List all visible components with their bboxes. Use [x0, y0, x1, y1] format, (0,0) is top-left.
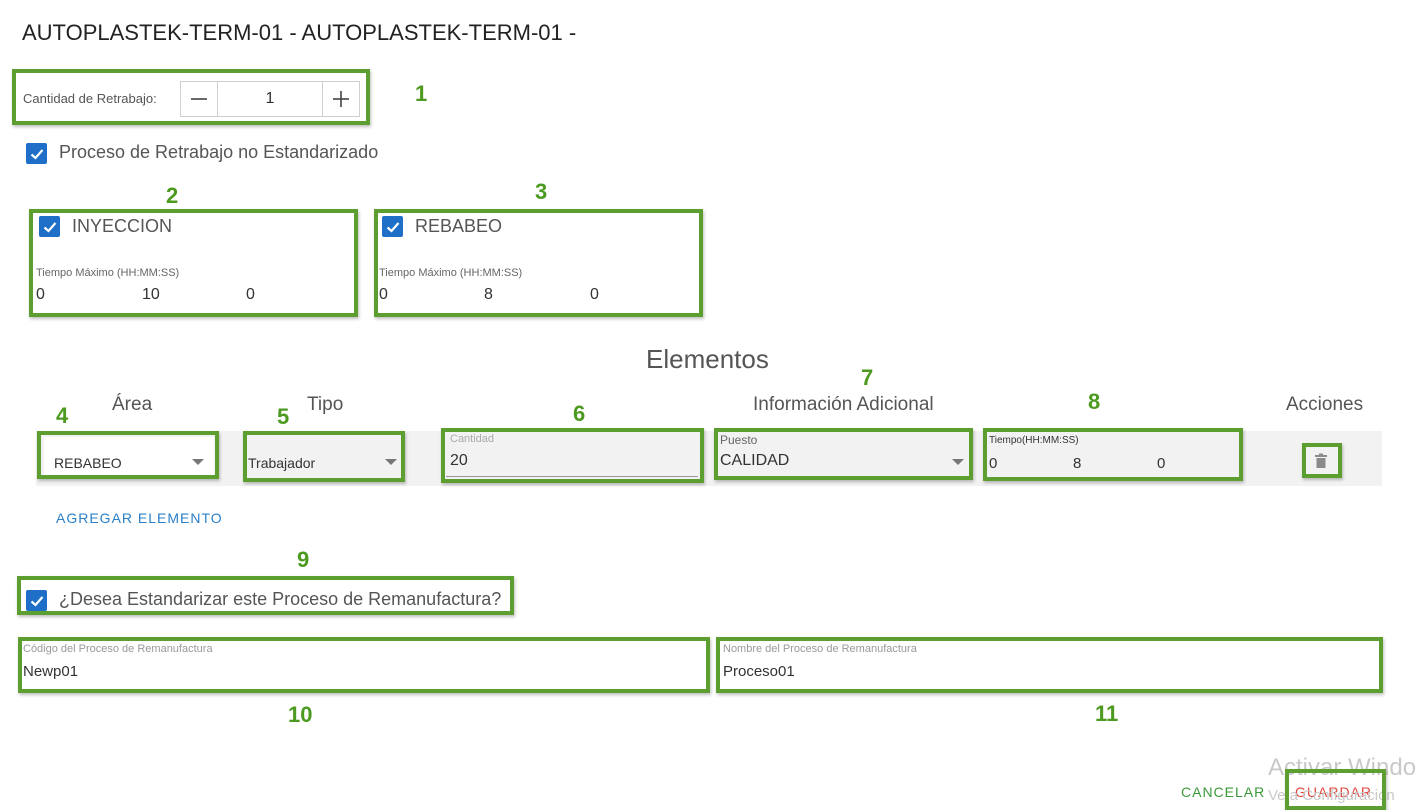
cantidad-input[interactable]: 20	[450, 452, 468, 469]
cantidad-label: Cantidad	[450, 433, 495, 445]
column-header-info: Información Adicional	[753, 394, 934, 415]
element-row	[36, 431, 1382, 486]
annotation-box	[1285, 769, 1386, 810]
max-time-seconds[interactable]: 0	[246, 286, 255, 303]
annotation-number: 3	[535, 179, 548, 204]
non-standard-label: Proceso de Retrabajo no Estandarizado	[59, 142, 379, 162]
process-rebabeo-checkbox[interactable]	[382, 216, 403, 237]
annotation-box	[714, 428, 973, 480]
annotation-number: 10	[288, 702, 313, 727]
column-header-tipo: Tipo	[307, 394, 344, 415]
puesto-label: Puesto	[720, 433, 758, 447]
process-rebabeo-label: REBABEO	[415, 216, 503, 236]
standardize-checkbox[interactable]	[26, 590, 47, 611]
column-header-acciones: Acciones	[1286, 394, 1364, 415]
annotation-number: 5	[277, 404, 290, 429]
annotation-box	[441, 428, 704, 483]
add-element-button[interactable]: AGREGAR ELEMENTO	[56, 510, 223, 526]
annotation-box	[37, 431, 219, 479]
max-time-seconds[interactable]: 0	[590, 286, 599, 303]
max-time-label: Tiempo Máximo (HH:MM:SS)	[379, 267, 523, 279]
delete-element-button[interactable]	[1308, 448, 1334, 474]
annotation-box	[243, 431, 405, 482]
trash-icon	[1315, 453, 1327, 468]
annotation-number: 8	[1088, 389, 1101, 414]
standardize-label: ¿Desea Estandarizar este Proceso de Rema…	[59, 589, 502, 609]
non-standard-checkbox[interactable]	[26, 143, 47, 164]
annotation-number: 7	[861, 365, 874, 390]
plus-icon	[333, 91, 349, 107]
page-title: AUTOPLASTEK-TERM-01 - AUTOPLASTEK-TERM-0…	[22, 20, 577, 45]
area-select[interactable]	[44, 437, 214, 477]
activation-watermark-title: Activar Windo	[1268, 754, 1417, 781]
annotation-number: 1	[415, 81, 428, 106]
rework-qty-label: Cantidad de Retrabajo:	[23, 91, 157, 106]
annotation-box	[374, 209, 703, 317]
cantidad-underline	[446, 476, 698, 477]
check-icon	[43, 221, 56, 233]
max-time-minutes[interactable]: 8	[484, 286, 493, 303]
tipo-select-value: Trabajador	[248, 455, 316, 471]
check-icon	[30, 148, 43, 160]
name-field-label: Nombre del Proceso de Remanufactura	[723, 643, 917, 655]
chevron-down-icon	[192, 459, 204, 465]
cancel-button[interactable]: CANCELAR	[1181, 784, 1266, 800]
max-time-hours[interactable]: 0	[379, 286, 388, 303]
annotation-number: 11	[1095, 701, 1119, 726]
tiempo-seconds[interactable]: 0	[1157, 455, 1166, 472]
process-inyeccion-label: INYECCION	[72, 216, 173, 236]
annotation-box	[17, 576, 514, 615]
annotation-box	[1302, 443, 1342, 478]
annotation-box	[29, 209, 358, 317]
annotation-number: 4	[56, 403, 69, 428]
check-icon	[386, 221, 399, 233]
decrement-button[interactable]	[181, 82, 217, 116]
name-field-input[interactable]: Proceso01	[723, 663, 795, 680]
tiempo-hours[interactable]: 0	[989, 455, 998, 472]
minus-icon	[191, 98, 207, 100]
tiempo-label: Tiempo(HH:MM:SS)	[989, 435, 1079, 446]
chevron-down-icon	[952, 459, 964, 465]
elements-title: Elementos	[646, 344, 769, 374]
annotation-number: 9	[297, 547, 310, 572]
tiempo-minutes[interactable]: 8	[1073, 455, 1082, 472]
rework-qty-stepper: 1	[180, 81, 360, 117]
code-field-label: Código del Proceso de Remanufactura	[23, 643, 213, 655]
code-field-input[interactable]: Newp01	[23, 663, 79, 680]
check-icon	[30, 595, 43, 607]
annotation-number: 2	[166, 183, 179, 208]
save-button[interactable]: GUARDAR	[1295, 784, 1373, 800]
annotation-box	[12, 69, 370, 125]
annotation-box	[983, 428, 1243, 481]
max-time-label: Tiempo Máximo (HH:MM:SS)	[36, 267, 180, 279]
max-time-minutes[interactable]: 10	[142, 286, 160, 303]
annotation-box	[716, 637, 1383, 693]
chevron-down-icon	[385, 459, 397, 465]
process-inyeccion-checkbox[interactable]	[39, 216, 60, 237]
column-header-area: Área	[112, 394, 153, 415]
puesto-select[interactable]: CALIDAD	[720, 452, 790, 469]
annotation-box	[18, 637, 710, 693]
rework-qty-value[interactable]: 1	[217, 82, 323, 116]
area-select-value: REBABEO	[54, 455, 122, 471]
activation-watermark-subtitle: Ve a Configuración	[1268, 787, 1395, 804]
increment-button[interactable]	[323, 82, 359, 116]
annotation-number: 6	[573, 401, 586, 426]
max-time-hours[interactable]: 0	[36, 286, 45, 303]
